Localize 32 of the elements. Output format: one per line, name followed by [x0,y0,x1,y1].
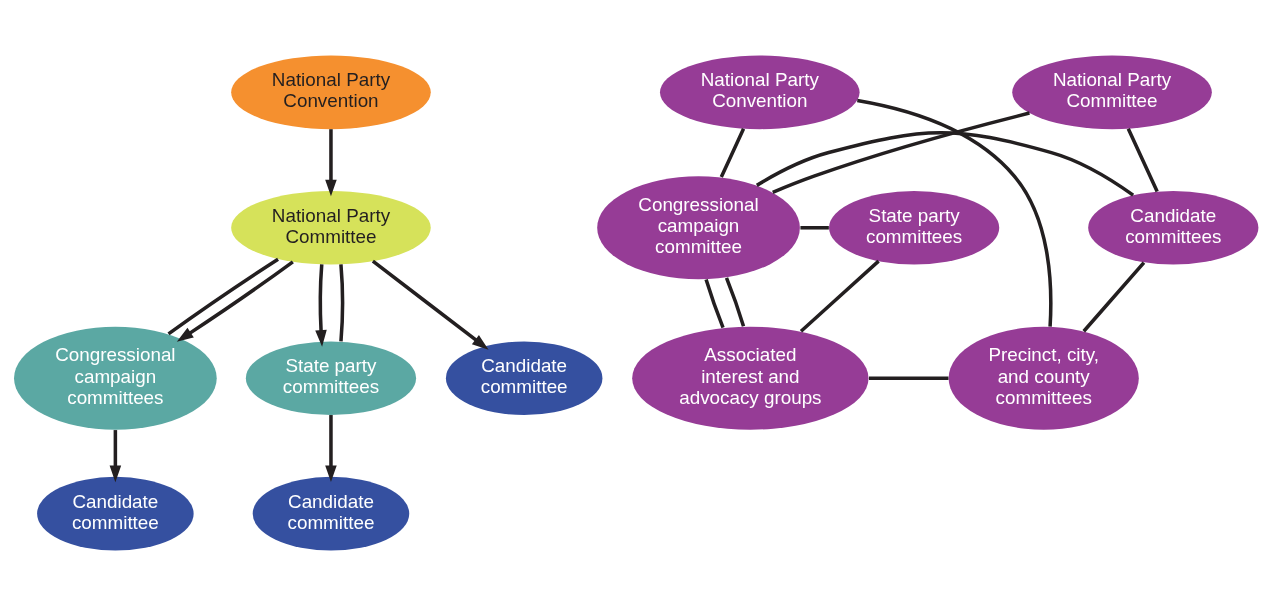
connector [857,98,1053,327]
arrow [371,259,489,350]
connector [1126,128,1159,193]
node-ellipse: State party committees [245,341,417,415]
connector [799,259,880,333]
connector [800,226,829,230]
connector [339,264,345,342]
node-ellipse: National Party Committee [231,191,431,265]
arrow [109,430,122,483]
node-ellipse: Candidate committee [252,476,410,551]
arrow [176,260,294,342]
node-ellipse: Candidate committee [445,341,603,415]
connector [167,257,279,336]
connector [724,277,746,327]
node-ellipse: Candidate committee [37,476,194,551]
connector [868,376,949,380]
node-ellipse: National Party Convention [231,55,431,130]
node-ellipse: Congressional campaign committee [597,176,800,280]
node-ellipse: Precinct, city, and county committees [948,326,1139,430]
connector [719,128,746,178]
connector [1082,261,1146,333]
arrow [325,129,337,197]
node-ellipse: National Party Convention [660,55,860,130]
arrow [315,264,327,347]
connector [772,111,1030,194]
node-ellipse: Candidate committees [1088,191,1259,265]
arrow [325,415,337,483]
node-ellipse: State party committees [829,191,1000,265]
connector [704,278,725,329]
node-ellipse: Associated interest and advocacy groups [632,326,869,430]
connector [755,131,1135,197]
node-ellipse: National Party Committee [1012,55,1212,130]
